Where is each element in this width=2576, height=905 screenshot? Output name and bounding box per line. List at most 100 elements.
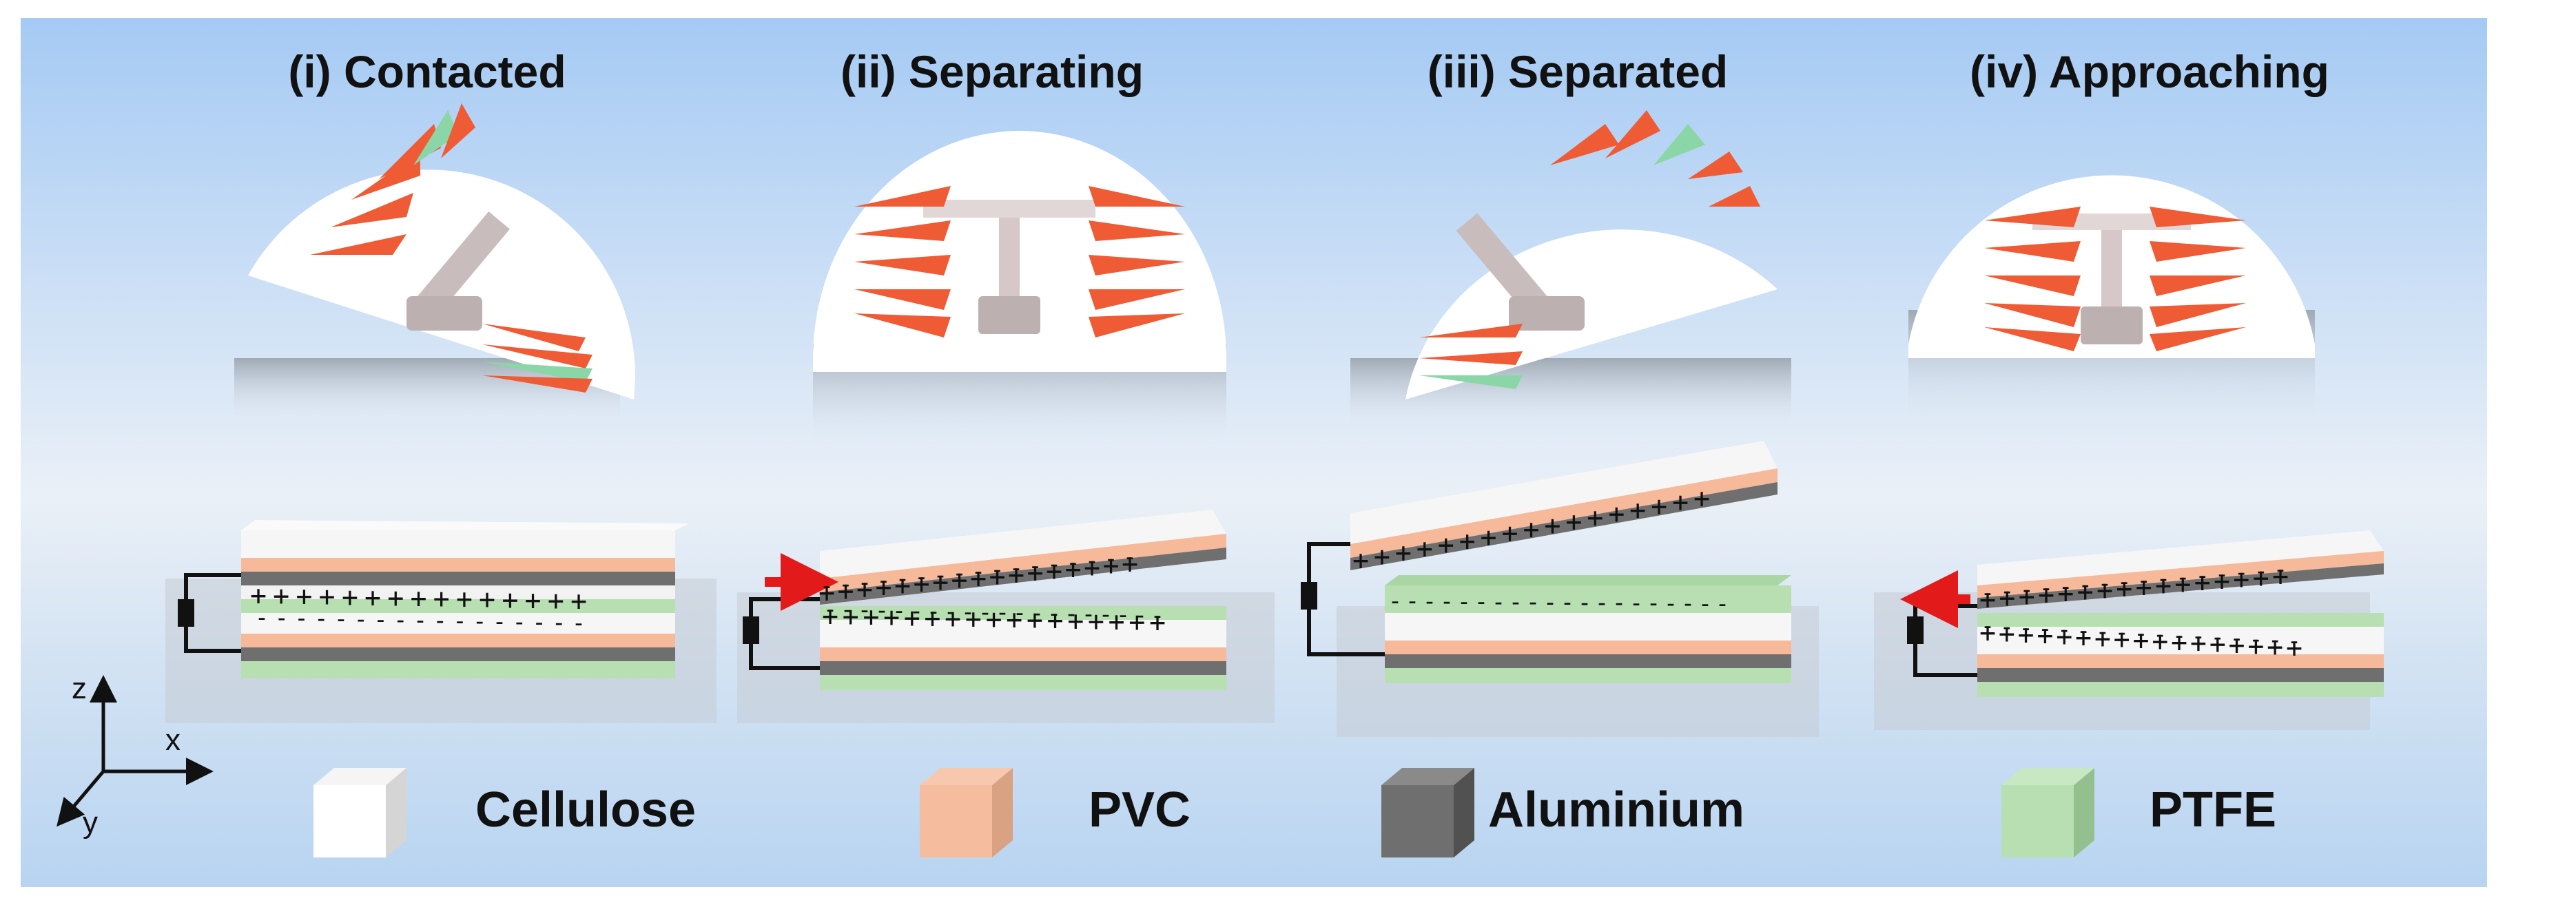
negative-charge: - bbox=[2176, 563, 2189, 591]
negative-charge: - bbox=[1560, 589, 1574, 616]
leaf-stack-left bbox=[1984, 207, 2081, 351]
positive-charge: + bbox=[2132, 625, 2149, 656]
positive-charge: + bbox=[1629, 495, 1646, 526]
positive-charge: + bbox=[2116, 573, 2132, 605]
load-resistor bbox=[743, 616, 759, 644]
positive-charge: + bbox=[883, 602, 900, 634]
positive-charge: + bbox=[2094, 623, 2111, 654]
negative-charge: - bbox=[952, 560, 966, 587]
positive-charge: + bbox=[1395, 537, 1412, 569]
panel-title-separated: (iii) Separated bbox=[1427, 46, 1729, 97]
negative-charge: - bbox=[2134, 620, 2147, 647]
positive-charge: + bbox=[1149, 607, 1166, 638]
positive-charge: + bbox=[1067, 605, 1084, 637]
layer-ptfe-bottom bbox=[241, 661, 675, 678]
negative-charge: - bbox=[1440, 588, 1454, 616]
upper-plate-pvc bbox=[1977, 551, 2384, 598]
lower-plate-pvc bbox=[820, 647, 1226, 661]
negative-charge: - bbox=[1681, 590, 1695, 618]
positive-charge: + bbox=[1352, 545, 1369, 576]
layer-aluminium-bottom bbox=[241, 647, 675, 661]
layer-pvc-top bbox=[241, 558, 675, 572]
negative-charge: - bbox=[2059, 573, 2072, 601]
positive-charge: + bbox=[2019, 581, 2035, 613]
negative-charge: - bbox=[1578, 589, 1591, 616]
leaf-stack-left bbox=[854, 186, 951, 337]
negative-charge: - bbox=[1064, 601, 1078, 628]
positive-charge: + bbox=[2171, 627, 2187, 658]
axis-label-x: x bbox=[165, 723, 181, 757]
positive-charge: + bbox=[2253, 562, 2269, 594]
negative-charge: - bbox=[572, 610, 586, 637]
positive-charge: + bbox=[1979, 584, 1996, 616]
negative-charge: - bbox=[473, 608, 486, 636]
positive-charge: + bbox=[1088, 605, 1104, 637]
positive-charge: + bbox=[2233, 564, 2249, 596]
negative-charge: - bbox=[1104, 545, 1117, 573]
negative-charge: - bbox=[2136, 567, 2150, 594]
legend-swatch-cellulose bbox=[313, 768, 406, 857]
negative-charge: - bbox=[354, 606, 368, 634]
positive-charge: + bbox=[1008, 559, 1024, 591]
negative-charge: - bbox=[2287, 627, 2301, 655]
positive-charge: + bbox=[1481, 521, 1497, 553]
device-separating bbox=[813, 131, 1226, 441]
pillar bbox=[413, 211, 510, 319]
negative-charge: - bbox=[2098, 570, 2112, 597]
negative-charge: - bbox=[875, 596, 889, 624]
positive-charge: + bbox=[1006, 604, 1022, 636]
layer-aluminium-top bbox=[241, 572, 675, 585]
negative-charge: - bbox=[2019, 614, 2032, 642]
negative-charge: - bbox=[841, 596, 854, 624]
legend-cubes bbox=[313, 768, 2094, 857]
negative-charge: - bbox=[2192, 623, 2205, 650]
negative-charge: - bbox=[1030, 600, 1044, 627]
negative-charge: - bbox=[2000, 578, 2014, 605]
positive-charge: + bbox=[818, 577, 835, 609]
positive-charge: + bbox=[1027, 557, 1043, 589]
negative-charge: - bbox=[892, 597, 906, 625]
upper-plate-cellulose bbox=[1977, 530, 2384, 585]
positive-charge: + bbox=[1027, 605, 1043, 636]
negative-charge: - bbox=[2172, 622, 2186, 649]
positive-charge: + bbox=[456, 583, 473, 615]
negative-charge: - bbox=[493, 608, 506, 636]
positive-charge: + bbox=[525, 585, 542, 616]
negative-charge: - bbox=[2195, 562, 2209, 590]
positive-charge: + bbox=[296, 581, 312, 612]
legend-label-ptfe: PTFE bbox=[2150, 782, 2277, 838]
negative-charge: - bbox=[2077, 617, 2090, 645]
negative-charge: - bbox=[1116, 601, 1130, 629]
positive-charge: + bbox=[2096, 574, 2113, 606]
lower-plate-aluminium bbox=[1385, 654, 1791, 668]
lower-plate-ptfe bbox=[1385, 668, 1791, 683]
negative-charge: - bbox=[1457, 588, 1471, 616]
negative-charge: - bbox=[314, 605, 328, 633]
positive-charge: + bbox=[410, 583, 426, 614]
negative-charge: - bbox=[858, 596, 872, 624]
negative-charge: - bbox=[1099, 601, 1113, 629]
negative-charge: - bbox=[294, 605, 308, 632]
positive-charge: + bbox=[965, 603, 982, 635]
negative-charge: - bbox=[2274, 556, 2287, 583]
lower-plate-cellulose bbox=[1385, 613, 1791, 641]
leaf-stack-upper bbox=[1550, 110, 1760, 207]
positive-charge: + bbox=[273, 581, 289, 612]
axis-label-z: z bbox=[72, 672, 87, 705]
base bbox=[406, 296, 482, 331]
lower-plate-pvc bbox=[1977, 654, 2384, 668]
positive-charge: + bbox=[1544, 510, 1560, 541]
negative-charge: - bbox=[996, 599, 1009, 627]
positive-charge: + bbox=[1608, 499, 1625, 530]
negative-charge: - bbox=[1981, 579, 1995, 607]
pillar bbox=[2101, 214, 2122, 317]
negative-charge: - bbox=[2211, 624, 2225, 652]
positive-charge: + bbox=[2190, 627, 2207, 659]
positive-charge: + bbox=[913, 568, 929, 600]
device-approaching bbox=[1908, 175, 2315, 420]
positive-charge: + bbox=[2194, 567, 2211, 599]
legend-swatch-pvc bbox=[920, 768, 1013, 857]
positive-charge: + bbox=[387, 582, 404, 614]
positive-charge: + bbox=[1046, 556, 1062, 587]
